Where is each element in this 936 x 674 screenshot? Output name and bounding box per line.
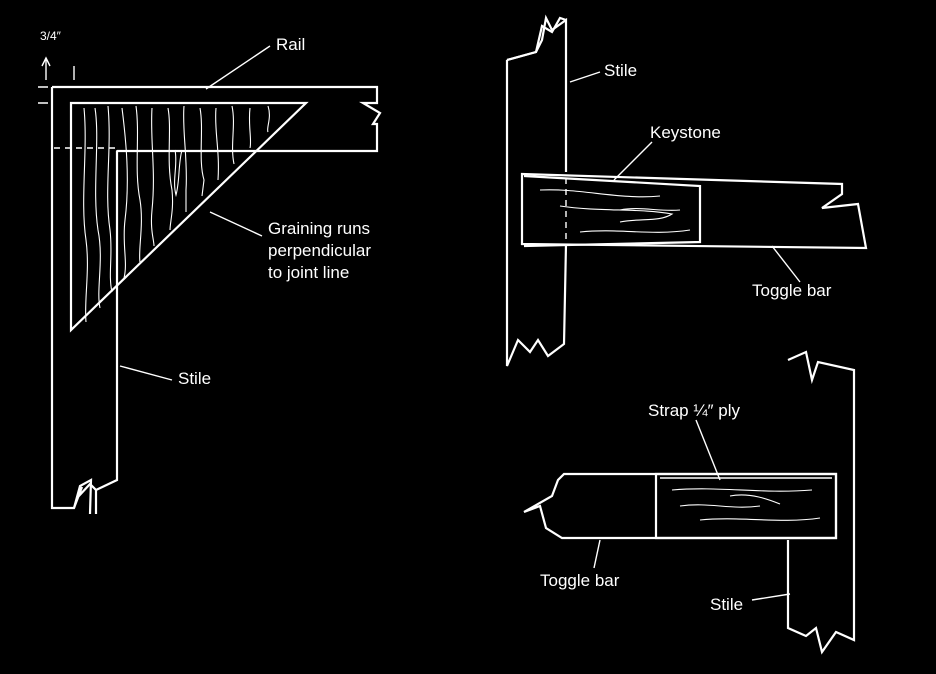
label-toggle-top: Toggle bar (752, 281, 832, 300)
label-stile-top: Stile (604, 61, 637, 80)
keystone-shape (523, 174, 702, 248)
label-graining-1: Graining runs (268, 219, 370, 238)
label-graining-3: to joint line (268, 263, 349, 282)
leader-keystone (613, 141, 653, 181)
leader-rail (205, 45, 271, 90)
label-stile-bottom: Stile (710, 595, 743, 614)
rail-outline (52, 85, 382, 153)
label-toggle-bottom: Toggle bar (540, 571, 620, 590)
leader-toggle-top (771, 245, 801, 283)
gusset-grain (83, 105, 270, 323)
top-stile-outline (505, 14, 568, 367)
dimension-three-quarter (38, 56, 75, 104)
label-rail: Rail (276, 35, 305, 54)
label-graining-2: perpendicular (268, 241, 371, 260)
label-keystone: Keystone (650, 123, 721, 142)
corner-gusset-figure: 3/4″ Rail Graining runs perpendicular to… (38, 29, 382, 515)
gusset-triangle (69, 101, 309, 333)
leader-graining (209, 211, 263, 237)
leader-stile-bottom (751, 593, 791, 601)
keystone-grain (539, 189, 691, 233)
label-three-quarter: 3/4″ (40, 29, 62, 43)
strap-rectangle (654, 472, 838, 540)
leader-toggle-bottom (593, 539, 601, 569)
strap-figure: Strap ¼″ ply Toggle bar Stile (523, 350, 856, 655)
label-strap: Strap ¼″ ply (648, 401, 741, 420)
label-stile-left: Stile (178, 369, 211, 388)
left-stile-break (72, 478, 93, 515)
top-stile-top-break (506, 16, 567, 62)
strap-grain (671, 488, 821, 521)
leader-stile-top (569, 71, 601, 83)
bottom-stile-outline (786, 350, 856, 655)
leader-strap (695, 419, 721, 481)
leader-stile-left (119, 365, 173, 381)
keystone-figure: Stile Keystone Toggle bar (505, 14, 868, 367)
